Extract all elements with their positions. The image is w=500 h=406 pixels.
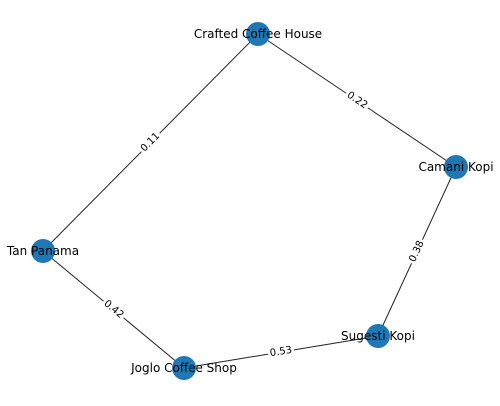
edge-label-background: [405, 236, 429, 267]
edge-label-joglo-tan: 0.42: [99, 295, 128, 324]
edge-label-background: [99, 295, 128, 324]
node-label-camani: Camani Kopi: [418, 160, 493, 174]
edge-weight-label: 0.53: [269, 345, 293, 359]
node-joglo: [172, 356, 196, 380]
node-tan: [31, 239, 55, 263]
edge-label-layer: 0.220.380.530.420.11: [99, 87, 429, 362]
edge-label-background: [136, 128, 165, 157]
node-label-tan: Tan Panama: [6, 244, 79, 258]
edge-label-crafted-camani: 0.22: [342, 87, 372, 114]
node-camani: [444, 155, 468, 179]
node-sugesti: [366, 324, 390, 348]
node-label-sugesti: Sugesti Kopi: [341, 329, 415, 343]
edge-layer: [42, 33, 457, 369]
node-label-crafted: Crafted Coffee House: [194, 27, 322, 41]
edge-label-background: [267, 342, 295, 362]
node-label-joglo: Joglo Coffee Shop: [130, 361, 237, 375]
node-layer: [31, 22, 468, 380]
node-crafted: [246, 22, 270, 46]
edge-label-sugesti-joglo: 0.53: [267, 342, 295, 362]
edge-label-background: [342, 87, 372, 114]
edge-label-camani-sugesti: 0.38: [405, 236, 429, 267]
